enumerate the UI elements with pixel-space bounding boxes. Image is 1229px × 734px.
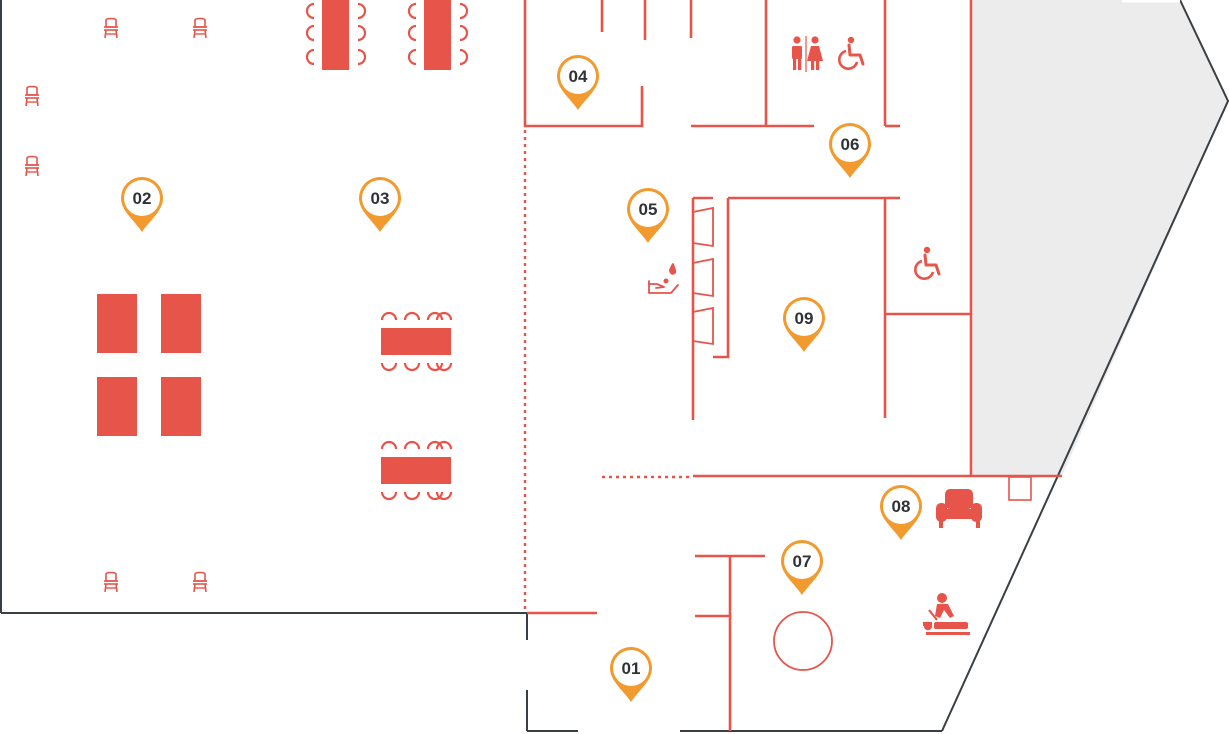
marker-inner xyxy=(832,126,868,162)
location-marker-08[interactable]: 08 xyxy=(880,485,922,540)
location-marker-09[interactable]: 09 xyxy=(783,297,825,352)
marker-label: 05 xyxy=(639,200,658,219)
washbasin-icon xyxy=(692,206,714,346)
restroom-icon xyxy=(792,36,823,72)
marker-inner xyxy=(124,180,160,216)
wheelchair-icon xyxy=(837,35,865,71)
location-marker-06[interactable]: 06 xyxy=(829,123,871,178)
marker-label: 08 xyxy=(892,497,911,516)
marker-inner xyxy=(560,58,596,94)
location-marker-02[interactable]: 02 xyxy=(121,177,163,232)
location-marker-07[interactable]: 07 xyxy=(781,540,823,595)
marker-inner xyxy=(613,650,649,686)
location-marker-03[interactable]: 03 xyxy=(359,177,401,232)
marker-inner xyxy=(630,191,666,227)
location-marker-04[interactable]: 04 xyxy=(557,55,599,110)
wheelchair-icon xyxy=(913,245,941,281)
marker-label: 03 xyxy=(371,189,390,208)
armchair-icon xyxy=(936,489,982,528)
location-marker-01[interactable]: 01 xyxy=(610,647,652,702)
marker-label: 07 xyxy=(793,552,812,571)
handwash-icon xyxy=(648,263,679,294)
marker-inner xyxy=(362,180,398,216)
exterior-area xyxy=(973,0,1228,476)
marker-label: 04 xyxy=(569,67,588,86)
table-icon xyxy=(305,0,469,70)
marker-inner xyxy=(784,543,820,579)
massage-icon xyxy=(923,593,970,635)
round-table xyxy=(773,611,833,671)
location-marker-05[interactable]: 05 xyxy=(627,188,669,243)
marker-label: 01 xyxy=(622,659,641,678)
marker-inner xyxy=(883,488,919,524)
small-cabinet xyxy=(1008,476,1032,501)
marker-label: 09 xyxy=(795,309,814,328)
marker-inner xyxy=(786,300,822,336)
interior-walls xyxy=(523,0,1062,731)
marker-label: 02 xyxy=(133,189,152,208)
table-icon xyxy=(97,294,201,436)
table-icon xyxy=(380,311,453,501)
marker-label: 06 xyxy=(841,135,860,154)
